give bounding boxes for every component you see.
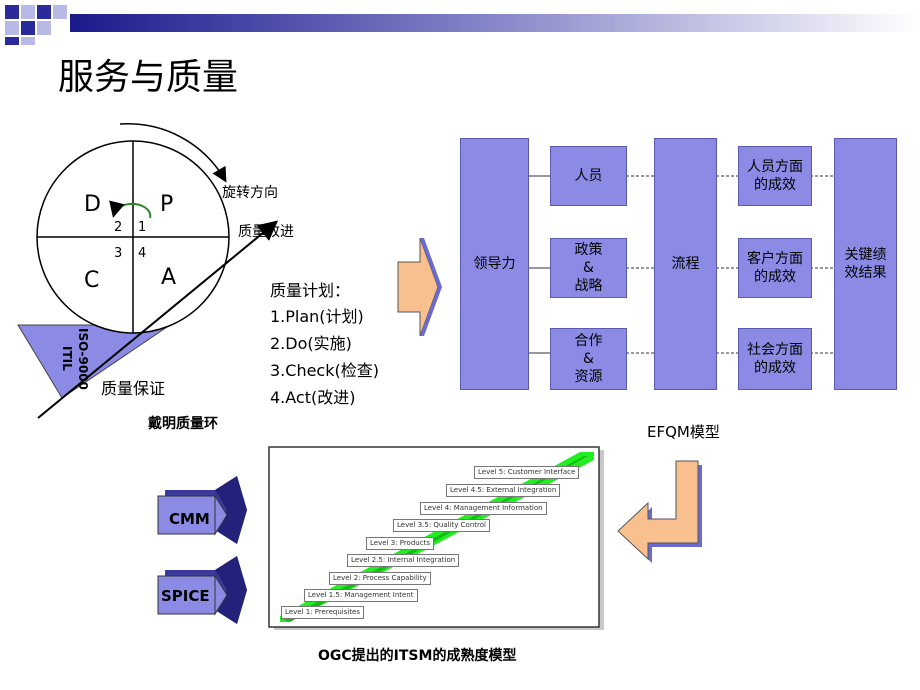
quadrant-c: C xyxy=(84,268,100,293)
efqm-partnership: 合作 & 资源 xyxy=(550,328,627,390)
right-block-arrow-icon xyxy=(397,237,442,337)
itil-label: ITIL xyxy=(60,346,74,371)
improve-label: 质量改进 xyxy=(238,224,294,240)
cmm-label: CMM xyxy=(169,510,210,528)
rotation-label: 旋转方向 xyxy=(222,185,278,201)
efqm-people: 人员 xyxy=(550,146,627,206)
quadrant-number: 4 xyxy=(138,246,147,261)
plan-item: 1.Plan(计划) xyxy=(270,307,364,326)
deming-cycle-graphic xyxy=(17,122,279,419)
plan-item: 2.Do(实施) xyxy=(270,334,352,353)
efqm-society-results: 社会方面 的成效 xyxy=(738,328,812,390)
maturity-level: Level 2: Process Capability xyxy=(329,572,431,585)
maturity-level: Level 5: Customer Interface xyxy=(474,466,580,479)
improvement-line xyxy=(37,220,279,419)
efqm-leadership: 领导力 xyxy=(460,138,529,390)
spice-label: SPICE xyxy=(161,587,210,605)
maturity-level: Level 3.5: Quality Control xyxy=(393,519,490,532)
quadrant-number: 2 xyxy=(114,220,123,235)
efqm-customer-results: 客户方面 的成效 xyxy=(738,238,812,298)
maturity-level: Level 4: Management Information xyxy=(420,502,547,515)
maturity-level: Level 4.5: External Integration xyxy=(446,484,561,497)
maturity-level: Level 1.5: Management Intent xyxy=(304,589,418,602)
quadrant-a: A xyxy=(161,265,177,290)
iso-label: ISO-9000 xyxy=(76,328,90,390)
plan-title: 质量计划： xyxy=(270,281,351,300)
quadrant-number: 1 xyxy=(138,220,147,235)
efqm-policy: 政策 & 战略 xyxy=(550,238,627,298)
cmm-chevron xyxy=(157,476,247,544)
efqm-people-results: 人员方面 的成效 xyxy=(738,146,812,206)
maturity-caption: OGC提出的ITSM的成熟度模型 xyxy=(318,648,517,664)
efqm-connectors xyxy=(528,175,834,354)
plan-item: 3.Check(检查) xyxy=(270,361,379,380)
spice-chevron xyxy=(157,556,247,624)
title-bar xyxy=(0,0,920,45)
deming-caption: 戴明质量环 xyxy=(148,416,218,432)
assurance-label: 质量保证 xyxy=(101,379,166,398)
quadrant-d: D xyxy=(84,192,101,217)
maturity-level: Level 2.5: Internal Integration xyxy=(347,554,460,567)
curl-arrow-icon xyxy=(109,200,152,219)
efqm-caption: EFQM模型 xyxy=(647,423,720,441)
rotation-arrow xyxy=(119,122,227,183)
maturity-level: Level 3: Products xyxy=(366,537,434,550)
down-left-arrow-icon xyxy=(617,460,702,563)
plan-item: 4.Act(改进) xyxy=(270,388,356,407)
efqm-kpi: 关键绩 效结果 xyxy=(834,138,897,390)
maturity-level: Level 1: Prerequisites xyxy=(281,606,365,619)
efqm-process: 流程 xyxy=(654,138,717,390)
quadrant-number: 3 xyxy=(114,246,123,261)
quadrant-p: P xyxy=(160,192,174,217)
page-title: 服务与质量 xyxy=(58,57,239,98)
